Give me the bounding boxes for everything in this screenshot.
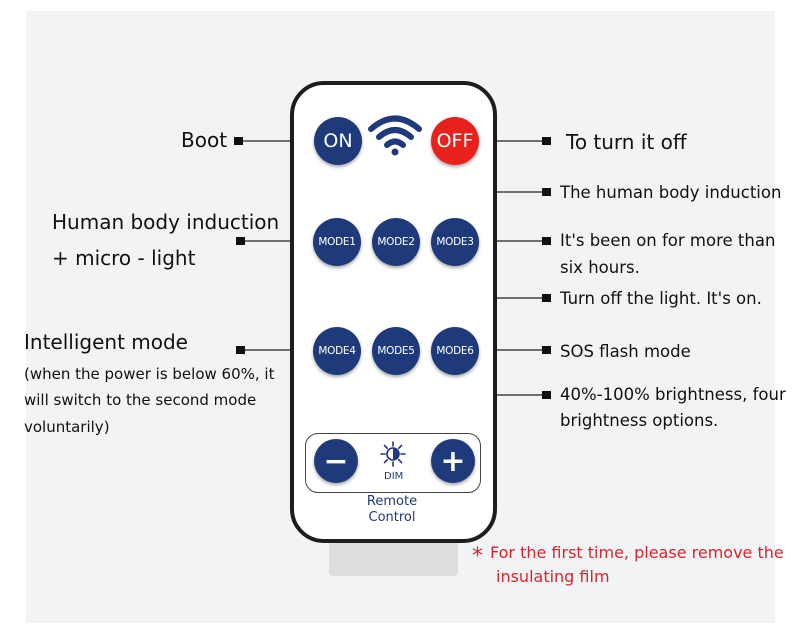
note-line-2: insulating film: [496, 567, 610, 586]
dim-label: DIM: [384, 471, 404, 482]
remote-title-line-1: Remote: [366, 494, 418, 509]
label-intelligent-note-3: voluntarily): [24, 418, 110, 436]
label-intelligent-mode: Intelligent mode: [24, 330, 188, 354]
marker-mode5: [542, 294, 551, 302]
dim-plus-button[interactable]: +: [431, 439, 475, 483]
label-six-hours-2: six hours.: [560, 258, 640, 277]
label-brightness-1: 40%-100% brightness, four: [560, 385, 786, 404]
mode2-button[interactable]: MODE2: [372, 218, 420, 266]
mode3-button[interactable]: MODE3: [431, 218, 479, 266]
marker-mode3: [542, 237, 551, 245]
marker-mode4: [236, 346, 245, 354]
on-button[interactable]: ON: [314, 117, 362, 165]
brightness-icon: [380, 441, 406, 467]
label-human-body-induction: The human body induction: [560, 183, 782, 202]
marker-mode6: [542, 346, 551, 354]
note-star: *: [472, 544, 483, 569]
label-turn-off-light: Turn off the light. It's on.: [560, 289, 762, 308]
marker-boot: [234, 137, 243, 145]
mode6-button[interactable]: MODE6: [431, 327, 479, 375]
marker-dim: [542, 391, 551, 399]
marker-mode1: [236, 237, 245, 245]
wifi-icon: [368, 115, 422, 156]
dim-minus-button[interactable]: −: [314, 439, 358, 483]
label-intelligent-note-2: will switch to the second mode: [24, 391, 257, 409]
marker-off: [542, 137, 551, 145]
label-intelligent-note-1: (when the power is below 60%, it: [24, 365, 275, 383]
off-button[interactable]: OFF: [431, 117, 479, 165]
label-six-hours-1: It's been on for more than: [560, 231, 776, 250]
label-turn-off: To turn it off: [566, 130, 687, 154]
label-sos: SOS flash mode: [560, 342, 691, 361]
label-human-micro-1: Human body induction: [52, 210, 280, 234]
mode1-button[interactable]: MODE1: [313, 218, 361, 266]
marker-mode2: [542, 188, 551, 196]
label-boot: Boot: [181, 128, 228, 152]
mode4-button[interactable]: MODE4: [313, 327, 361, 375]
note-line-1: For the first time, please remove the: [490, 543, 784, 562]
remote-stand: [329, 539, 458, 576]
label-human-micro-2: + micro - light: [52, 246, 196, 270]
mode5-button[interactable]: MODE5: [372, 327, 420, 375]
label-brightness-2: brightness options.: [560, 411, 719, 430]
remote-title-line-2: Control: [368, 510, 416, 525]
